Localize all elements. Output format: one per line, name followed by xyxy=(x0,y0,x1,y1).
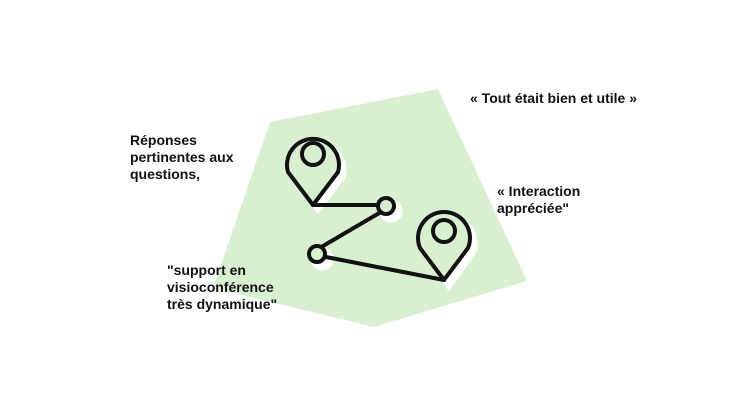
map-pin-icon xyxy=(416,210,472,282)
map-pin-icon xyxy=(285,136,341,207)
route-node xyxy=(307,244,327,264)
quote-interaction-appreciee: « Interaction appréciée" xyxy=(497,183,581,216)
route-lines xyxy=(311,203,446,282)
route-node xyxy=(376,196,396,216)
quote-support-visioconference: "support en visioconférence très dynamiq… xyxy=(167,262,278,312)
quote-reponses-pertinentes: Réponses pertinentes aux questions, xyxy=(130,132,234,182)
quote-tout-etait-bien: « Tout était bien et utile » xyxy=(470,90,637,106)
